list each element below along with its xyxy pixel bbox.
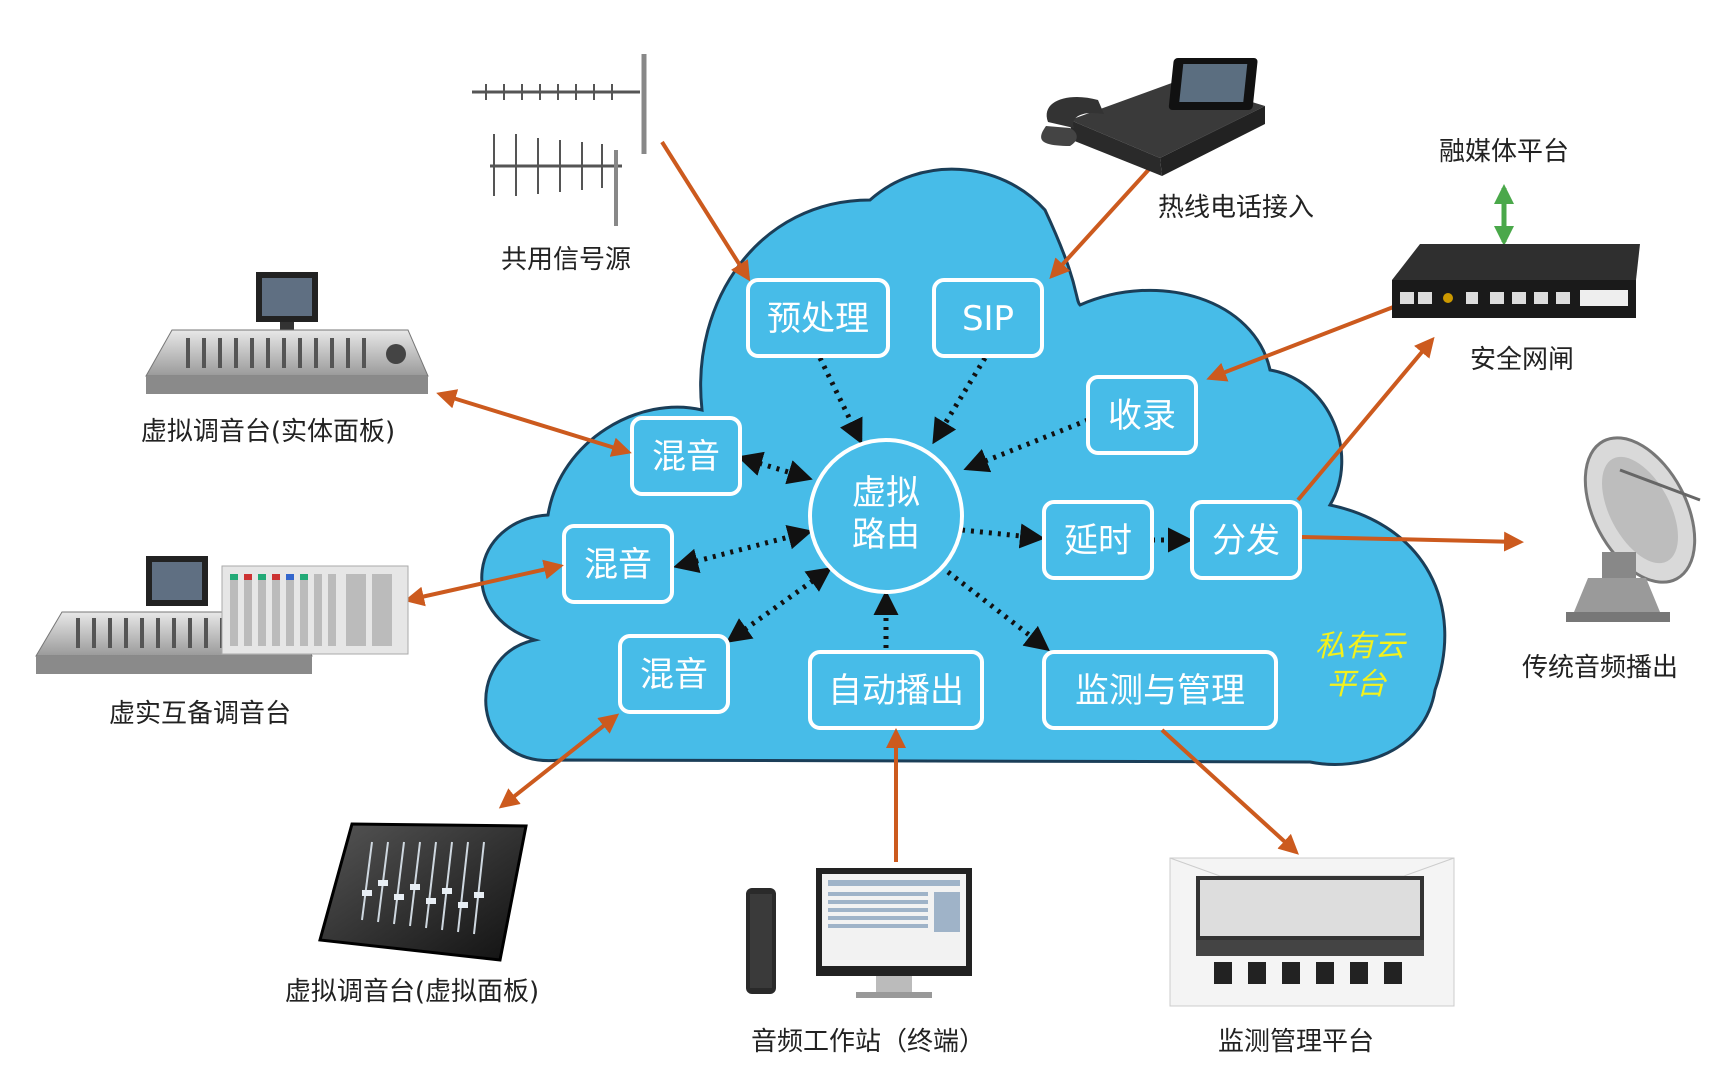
router-label-line1: 虚拟	[852, 473, 920, 513]
conn-gateway-record	[1206, 304, 1397, 382]
conn-console-backup	[404, 559, 564, 607]
label-media-platform: 融媒体平台	[1439, 137, 1569, 167]
node-distribute[interactable]: 分发	[1190, 500, 1302, 580]
node-auto-play-label: 自动播出	[828, 671, 964, 711]
desk-phone-icon	[1041, 58, 1265, 176]
node-delay-label: 延时	[1064, 521, 1132, 561]
node-preprocess-label: 预处理	[767, 299, 869, 339]
desktop-computer-icon	[746, 868, 972, 998]
mixing-console-icon-physical	[145, 272, 429, 394]
touch-mixer-panel-icon	[318, 822, 528, 962]
control-room-icon	[1169, 857, 1455, 1007]
yagi-antenna-icon	[472, 54, 647, 226]
node-mix-3-label: 混音	[640, 655, 708, 695]
conn-distribute-gateway	[1296, 336, 1435, 502]
conn-router-delay	[961, 523, 1045, 549]
private-cloud-label-line1: 私有云	[1315, 629, 1407, 664]
node-record[interactable]: 收录	[1086, 375, 1198, 455]
label-monitor-platform: 监测管理平台	[1218, 1027, 1374, 1057]
node-distribute-label: 分发	[1212, 521, 1280, 561]
node-mix-2-label: 混音	[584, 545, 652, 585]
router-label-line2: 路由	[852, 515, 920, 555]
conn-source-preprocess	[660, 140, 751, 282]
node-delay[interactable]: 延时	[1042, 500, 1154, 580]
conn-console-physical	[436, 389, 632, 457]
conn-console-virtual	[498, 713, 620, 809]
node-mix-1-label: 混音	[652, 437, 720, 477]
label-traditional-broadcast: 传统音频播出	[1522, 653, 1678, 683]
node-virtual-router[interactable]: 虚拟 路由	[808, 438, 964, 594]
private-cloud-label-line2: 平台	[1326, 667, 1388, 702]
conn-distribute-traditional	[1301, 531, 1524, 552]
node-mix-3[interactable]: 混音	[618, 634, 730, 714]
label-shared-source: 共用信号源	[501, 245, 631, 275]
label-console-virtual: 虚拟调音台(虚拟面板)	[285, 977, 539, 1007]
conn-record-router	[963, 417, 1089, 473]
node-monitor-manage[interactable]: 监测与管理	[1042, 650, 1278, 730]
satellite-dish-icon	[1566, 436, 1701, 622]
node-sip-label: SIP	[962, 299, 1014, 339]
conn-router-monitor	[946, 570, 1050, 652]
network-gateway-icon	[1392, 244, 1640, 318]
node-mix-1[interactable]: 混音	[630, 416, 742, 496]
internal-connections	[673, 356, 1193, 652]
conn-preprocess-router	[817, 356, 863, 445]
label-hotline: 热线电话接入	[1158, 193, 1314, 223]
node-mix-2[interactable]: 混音	[562, 524, 674, 604]
conn-mix1-router	[737, 451, 813, 485]
node-record-label: 收录	[1108, 396, 1176, 436]
node-sip[interactable]: SIP	[932, 278, 1044, 358]
node-monitor-manage-label: 监测与管理	[1075, 671, 1245, 711]
label-console-backup: 虚实互备调音台	[109, 699, 291, 729]
label-console-physical: 虚拟调音台(实体面板)	[141, 417, 395, 447]
conn-hotline-sip	[1049, 164, 1154, 279]
conn-mix3-router	[725, 567, 833, 643]
private-cloud-label: 私有云 平台	[1315, 629, 1407, 702]
label-gateway: 安全网闸	[1470, 345, 1574, 375]
equipment-rack-icon	[221, 565, 409, 655]
node-preprocess[interactable]: 预处理	[746, 278, 890, 358]
label-workstation: 音频工作站（终端）	[751, 1027, 985, 1057]
external-connections	[404, 140, 1524, 862]
conn-monitor-platform	[1160, 728, 1299, 855]
node-auto-play[interactable]: 自动播出	[808, 650, 984, 730]
